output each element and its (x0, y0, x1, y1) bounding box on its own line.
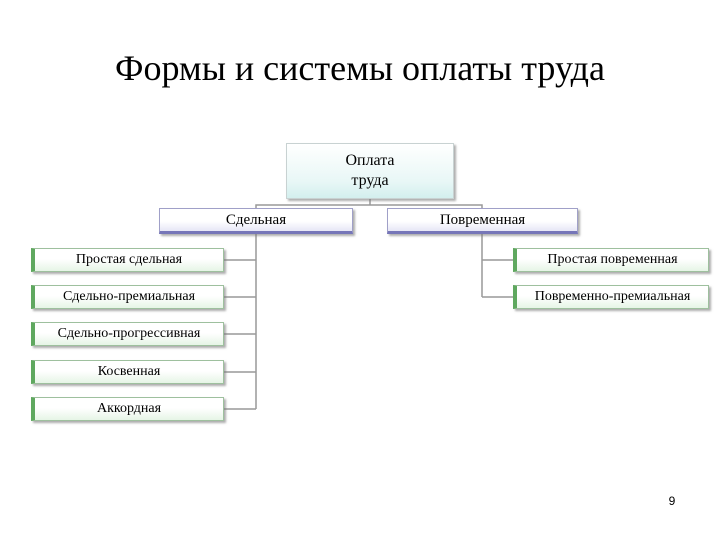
item-node-label: Аккордная (96, 401, 162, 416)
item-node-label: Простая повременная (547, 252, 678, 267)
connector-root-groups (255, 199, 483, 208)
item-node-label: Сдельно-прогрессивная (57, 326, 201, 341)
root-node-payment: Оплата труда (286, 143, 454, 199)
page-number: 9 (668, 494, 676, 508)
item-node-piecework-bonus: Сдельно-премиальная (31, 285, 224, 309)
item-node-time-bonus: Повременно-премиальная (513, 285, 709, 309)
group-node-piecework: Сдельная (159, 208, 353, 234)
group-node-label: Повременная (439, 212, 526, 228)
item-node-label: Простая сдельная (75, 252, 183, 267)
item-node-piecework-progressive: Сдельно-прогрессивная (31, 322, 224, 346)
slide-title: Формы и системы оплаты труда (115, 48, 605, 88)
item-node-label: Сдельно-премиальная (62, 289, 196, 304)
group-node-label: Сдельная (225, 212, 287, 228)
item-node-label: Косвенная (97, 364, 161, 379)
item-node-indirect: Косвенная (31, 360, 224, 384)
item-node-lump-sum: Аккордная (31, 397, 224, 421)
item-node-simple-piecework: Простая сдельная (31, 248, 224, 272)
root-node-label: Оплата труда (345, 152, 395, 189)
item-node-simple-time: Простая повременная (513, 248, 709, 272)
item-node-label: Повременно-премиальная (534, 289, 691, 304)
group-node-time-based: Повременная (387, 208, 578, 234)
